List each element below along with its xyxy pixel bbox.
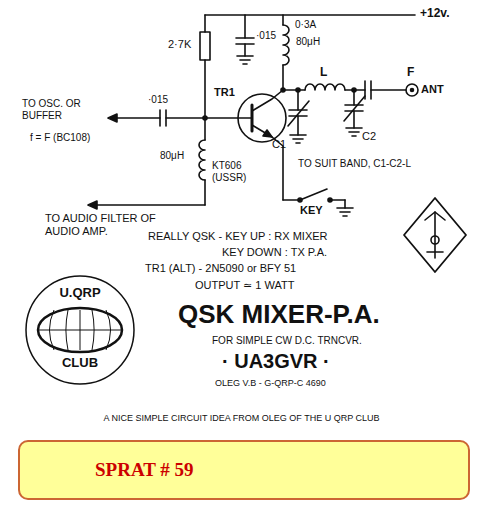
resistor-symbol bbox=[200, 15, 210, 118]
club-logo: U.QRP CLUB bbox=[24, 274, 136, 386]
label: 0·3A bbox=[295, 19, 316, 31]
caption: A NICE SIMPLE CIRCUIT IDEA FROM OLEG OF … bbox=[0, 413, 483, 423]
label: ·015 bbox=[148, 94, 168, 106]
label: OLEG V.B - G-QRP-C 4690 bbox=[215, 378, 326, 388]
label: KT606 (USSR) bbox=[212, 160, 257, 183]
input-coupling bbox=[108, 110, 205, 126]
key-switch bbox=[283, 189, 353, 216]
label: +12v. bbox=[420, 7, 449, 21]
label: · UA3GVR · bbox=[222, 350, 330, 373]
label: f = F (BC108) bbox=[30, 132, 90, 144]
label: ANT bbox=[421, 83, 444, 96]
label: REALLY QSK - KEY UP : RX MIXER bbox=[148, 230, 328, 243]
label: ·015 bbox=[256, 30, 276, 42]
variable-capacitor bbox=[288, 90, 309, 143]
label: F bbox=[407, 66, 414, 80]
banner-box: SPRAT # 59 bbox=[18, 440, 470, 500]
output-network bbox=[283, 81, 418, 99]
label: C1 bbox=[272, 138, 286, 151]
label: TR1 (ALT) - 2N5090 or BFY 51 bbox=[145, 262, 296, 275]
label: KEY bbox=[300, 204, 323, 217]
logo-text: CLUB bbox=[24, 356, 136, 370]
label: TO AUDIO FILTER OF AUDIO AMP. bbox=[45, 212, 157, 237]
variable-capacitor bbox=[344, 90, 365, 136]
label: TO SUIT BAND, C1-C2-L bbox=[298, 158, 411, 170]
label: OUTPUT ≃ 1 WATT bbox=[195, 279, 294, 292]
logo-text: U.QRP bbox=[24, 286, 136, 300]
label: C2 bbox=[362, 130, 376, 143]
club-logo bbox=[404, 198, 466, 272]
label: FOR SIMPLE CW D.C. TRNCVR. bbox=[212, 335, 362, 347]
label: L bbox=[320, 66, 327, 80]
inductor-symbol bbox=[283, 15, 289, 90]
label: 80μH bbox=[296, 36, 320, 48]
label: TR1 bbox=[214, 86, 235, 99]
label: TO OSC. OR BUFFER bbox=[22, 98, 102, 121]
banner-text: SPRAT # 59 bbox=[95, 460, 194, 481]
transistor-symbol bbox=[205, 90, 286, 200]
label: 80μH bbox=[160, 150, 184, 162]
capacitor-symbol bbox=[236, 15, 254, 64]
inductor-symbol bbox=[88, 118, 205, 209]
label: 2·7K bbox=[168, 38, 191, 51]
title: QSK MIXER-P.A. bbox=[178, 300, 380, 330]
label: KEY DOWN : TX P.A. bbox=[222, 246, 327, 259]
supply-rail bbox=[205, 14, 415, 16]
